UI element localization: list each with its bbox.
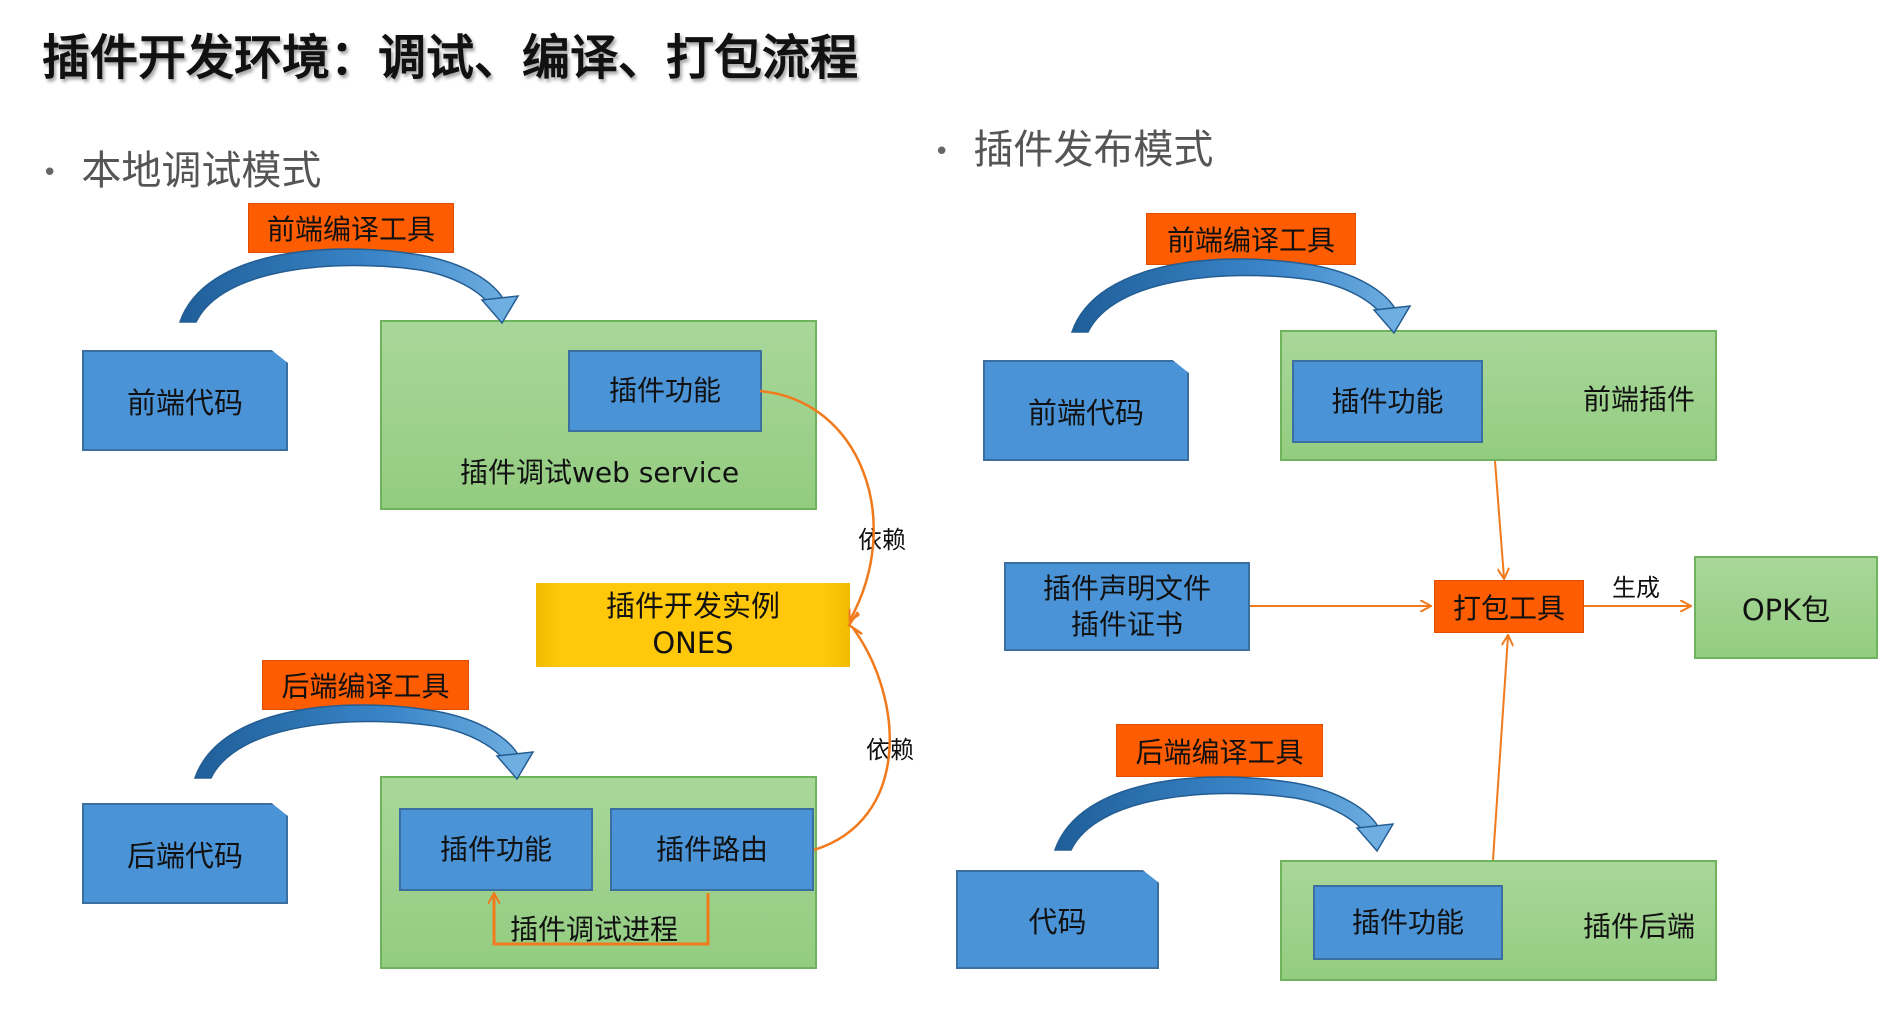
ones-instance-line2: ONES — [652, 626, 734, 660]
right-backend-compiler-label: 后端编译工具 — [1116, 724, 1323, 777]
right-backend-source-doc: 代码 — [956, 870, 1159, 969]
page-title: 插件开发环境：调试、编译、打包流程 — [42, 30, 859, 86]
local-debug-heading: • 本地调试模式 — [42, 138, 321, 196]
left-backend-source-doc: 后端代码 — [82, 803, 288, 904]
ones-instance-line1: 插件开发实例 — [605, 589, 780, 623]
bullet-dot: • — [42, 158, 58, 188]
right-backend-plugin-label: 插件后端 — [1583, 910, 1696, 943]
declaration-certificate-box: 插件声明文件 插件证书 — [1004, 562, 1250, 651]
right-frontend-plugin-label: 前端插件 — [1583, 383, 1696, 416]
left-frontend-compile-arrow — [178, 248, 520, 325]
local-debug-heading-text: 本地调试模式 — [81, 148, 322, 194]
dependency-label-upper: 依赖 — [858, 526, 906, 554]
generate-label: 生成 — [1612, 574, 1660, 602]
left-backend-compile-arrow — [193, 704, 535, 781]
bullet-dot: • — [934, 137, 950, 167]
opk-package-box: OPK包 — [1694, 556, 1878, 659]
right-frontend-feature-box: 插件功能 — [1292, 360, 1483, 443]
left-backend-compiler-label: 后端编译工具 — [262, 660, 469, 710]
dependency-label-lower: 依赖 — [866, 736, 914, 764]
left-frontend-feature-box: 插件功能 — [568, 350, 762, 432]
backend-to-pack-arrow — [1492, 636, 1508, 861]
publish-heading-text: 插件发布模式 — [973, 127, 1214, 173]
left-frontend-compiler-label: 前端编译工具 — [248, 203, 454, 253]
left-frontend-source-doc: 前端代码 — [82, 350, 288, 451]
left-backend-feature-box: 插件功能 — [399, 808, 593, 891]
frontend-to-pack-arrow — [1494, 460, 1504, 578]
right-backend-compile-arrow — [1053, 776, 1395, 853]
publish-heading: • 插件发布模式 — [934, 117, 1213, 175]
right-frontend-compile-arrow — [1070, 258, 1412, 335]
right-frontend-compiler-label: 前端编译工具 — [1146, 213, 1356, 265]
left-web-service-label: 插件调试web service — [460, 456, 740, 489]
left-debug-process-label: 插件调试进程 — [510, 913, 679, 946]
declaration-line1: 插件声明文件 — [1042, 571, 1211, 605]
pack-tool-box: 打包工具 — [1434, 580, 1584, 633]
ones-instance-box: 插件开发实例 ONES — [536, 583, 850, 667]
right-frontend-source-doc: 前端代码 — [983, 360, 1189, 461]
declaration-line2: 插件证书 — [1070, 607, 1183, 641]
right-backend-feature-box: 插件功能 — [1313, 885, 1503, 960]
left-backend-route-box: 插件路由 — [610, 808, 814, 891]
dependency-arrowhead — [847, 611, 863, 636]
